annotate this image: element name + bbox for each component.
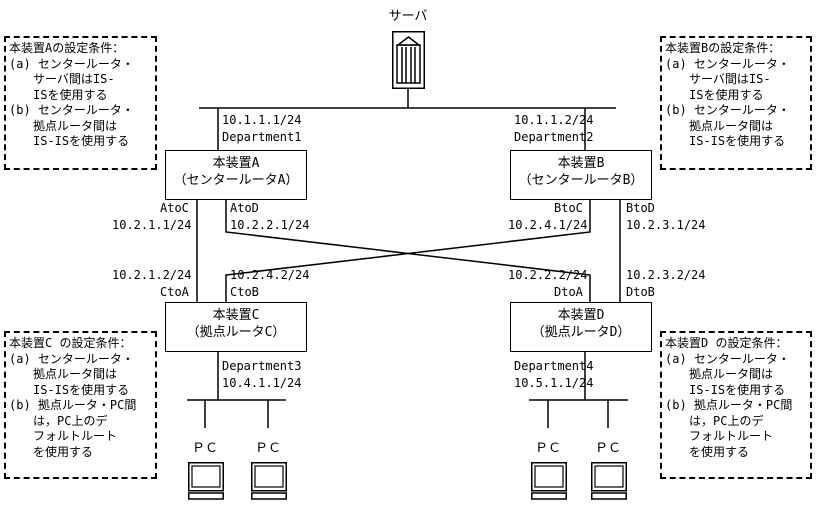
note-line: IS-ISを使用する (9, 382, 130, 397)
interface-atod-ip: 10.2.2.1/24 (230, 218, 310, 232)
note-line: (a) センタールータ・ (9, 351, 134, 366)
note-line: サーバ間はIS- (665, 72, 771, 86)
note-line: (b) 拠点ルータ・PC間 (665, 398, 793, 412)
note-line: (a) センタールータ・ (665, 351, 790, 366)
note-device-c: 本装置C の設定条件： (a) センタールータ・ 拠点ルータ間は IS-ISを使… (4, 331, 157, 479)
note-line: IS-ISを使用する (9, 134, 130, 148)
note-line: (b) センタールータ・ (9, 103, 134, 117)
note-line: フォルトルート (665, 429, 774, 443)
device-b: 本装置B （センタールータB） (510, 150, 652, 200)
note-line: 拠点ルータ間は (665, 118, 774, 133)
note-line: サーバ間はIS- (9, 72, 115, 86)
interface-atod-name: AtoD (230, 201, 259, 215)
interface-btoc-name: BtoC (554, 201, 583, 215)
note-device-b: 本装置Bの設定条件： (a) センタールータ・ サーバ間はIS- ISを使用する… (660, 36, 812, 170)
note-line: (a) センタールータ・ (9, 56, 134, 71)
note-line: (b) センタールータ・ (665, 103, 790, 117)
note-line: 本装置D の設定条件： (665, 336, 788, 350)
dept1-name: Department1 (222, 130, 302, 144)
interface-btoc-ip: 10.2.4.1/24 (508, 218, 588, 232)
note-line: フォルトルート (9, 429, 118, 443)
device-a: 本装置A （センタールータA） (165, 150, 307, 200)
interface-ctob-ip: 10.2.4.2/24 (230, 268, 310, 282)
dept3-name: Department3 (222, 359, 302, 373)
note-line: ISを使用する (9, 87, 108, 102)
note-line: 拠点ルータ間は (665, 367, 774, 381)
pc-label: ＰＣ (191, 441, 218, 456)
pc-icon (251, 462, 287, 500)
pc-label: ＰＣ (534, 441, 561, 456)
note-line: 本装置C の設定条件： (9, 336, 132, 350)
interface-dtob-ip: 10.2.3.2/24 (626, 268, 706, 282)
device-a-role: （センタールータA） (173, 173, 299, 188)
note-device-d: 本装置D の設定条件： (a) センタールータ・ 拠点ルータ間は IS-ISを使… (660, 331, 812, 479)
note-line: 拠点ルータ間は (9, 118, 118, 133)
note-line: 本装置Bの設定条件： (665, 41, 781, 55)
note-device-a: 本装置Aの設定条件： (a) センタールータ・ サーバ間はIS- ISを使用する… (4, 36, 157, 170)
pc-icon (591, 462, 627, 500)
dept3-ip: 10.4.1.1/24 (222, 376, 302, 390)
note-line: 拠点ルータ間は (9, 367, 118, 381)
dept4-name: Department4 (514, 359, 594, 373)
device-d: 本装置D （拠点ルータD） (510, 302, 652, 352)
device-b-name: 本装置B (557, 156, 605, 171)
interface-btod-name: BtoD (626, 201, 655, 215)
interface-dtoa-ip: 10.2.2.2/24 (508, 268, 588, 282)
dept2-name: Department2 (514, 130, 594, 144)
pc-label: ＰＣ (254, 441, 281, 456)
server-icon (392, 31, 425, 89)
interface-ctoa-ip: 10.2.1.2/24 (112, 268, 192, 282)
note-line: ISを使用する (665, 87, 764, 102)
interface-atoc-ip: 10.2.1.1/24 (112, 218, 192, 232)
pc-icon (531, 462, 567, 500)
note-line: IS-ISを使用する (665, 134, 786, 148)
device-a-name: 本装置A (212, 156, 260, 171)
interface-ctob-name: CtoB (230, 285, 259, 299)
pc-icon (188, 462, 224, 500)
note-line: は，PC上のデ (9, 413, 108, 428)
note-line: IS-ISを使用する (665, 382, 786, 397)
note-line: を使用する (9, 444, 94, 459)
device-c-role: （拠点ルータC） (186, 325, 286, 340)
dept1-ip: 10.1.1.1/24 (222, 113, 302, 127)
device-b-role: （センタールータB） (518, 173, 644, 188)
dept2-ip: 10.1.1.2/24 (514, 113, 594, 127)
note-line: 本装置Aの設定条件： (9, 41, 125, 55)
interface-dtoa-name: DtoA (554, 285, 583, 299)
device-d-role: （拠点ルータD） (531, 325, 631, 340)
dept4-ip: 10.5.1.1/24 (514, 376, 594, 390)
interface-ctoa-name: CtoA (160, 285, 189, 299)
interface-dtob-name: DtoB (626, 285, 655, 299)
server-label: サーバ (388, 9, 428, 24)
note-line: を使用する (665, 444, 750, 459)
pc-label: ＰＣ (594, 441, 621, 456)
interface-atoc-name: AtoC (160, 201, 189, 215)
device-d-name: 本装置D (557, 308, 605, 323)
device-c: 本装置C （拠点ルータC） (165, 302, 307, 352)
note-line: (a) センタールータ・ (665, 56, 790, 71)
note-line: (b) 拠点ルータ・PC間 (9, 398, 137, 412)
note-line: は，PC上のデ (665, 413, 764, 428)
interface-btod-ip: 10.2.3.1/24 (626, 218, 706, 232)
device-c-name: 本装置C (212, 308, 260, 323)
